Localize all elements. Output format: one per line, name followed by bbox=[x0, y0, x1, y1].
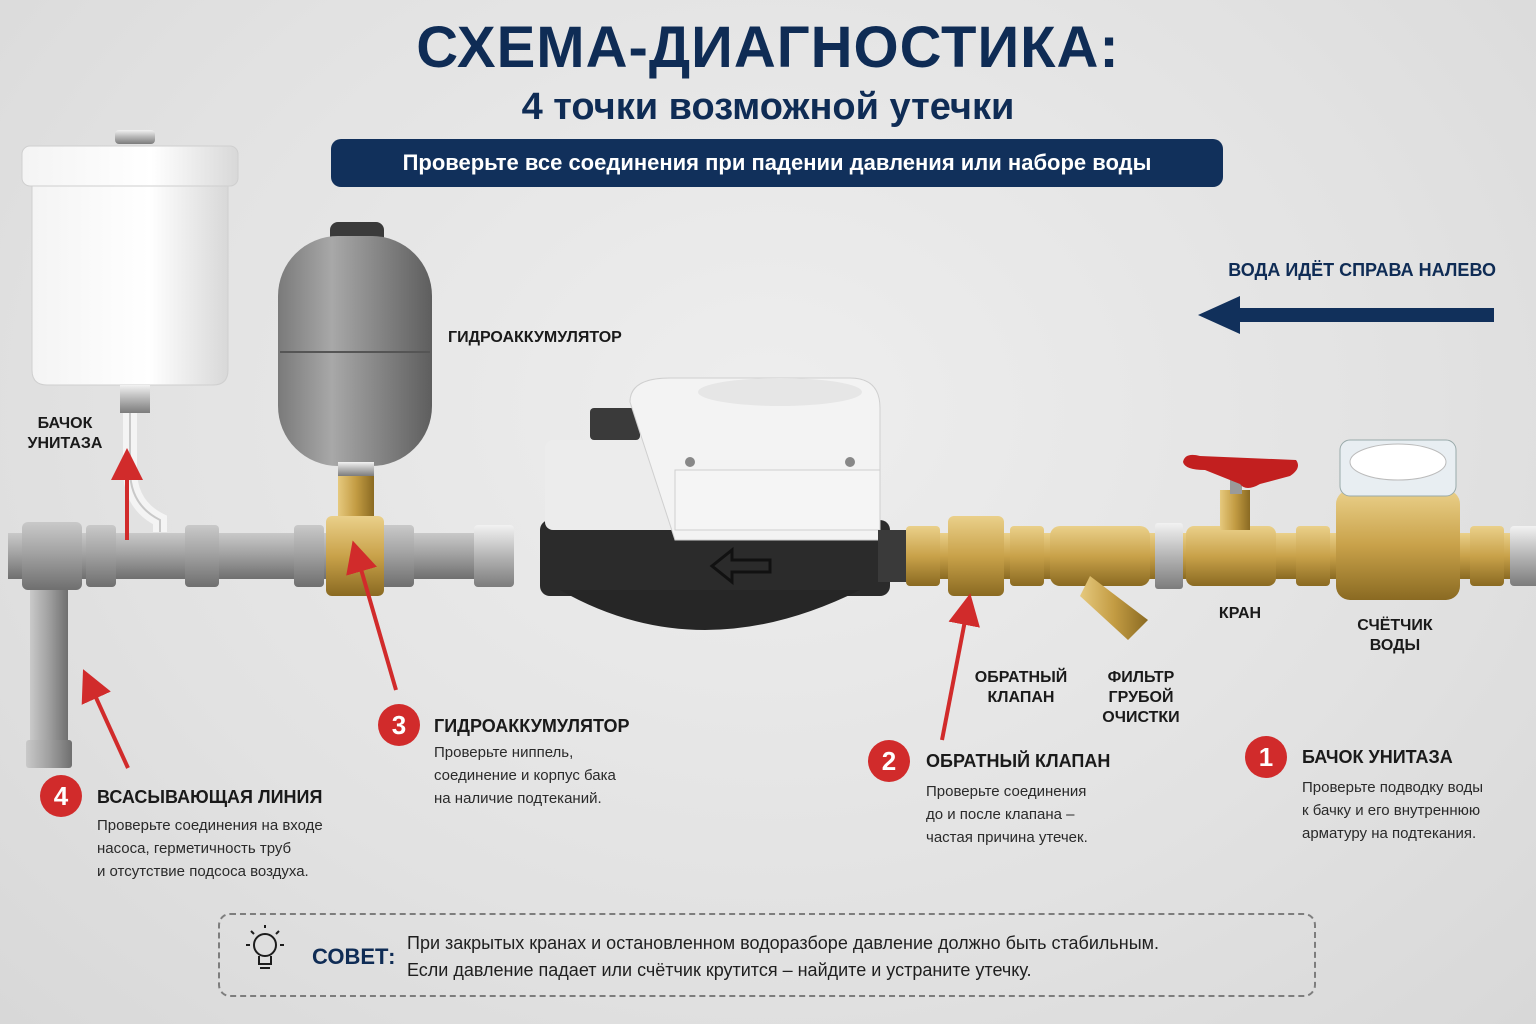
point-4-title: ВСАСЫВАЮЩАЯ ЛИНИЯ bbox=[97, 787, 323, 807]
accumulator-label: ГИДРОАККУМУЛЯТОР bbox=[448, 329, 622, 346]
lightbulb-icon bbox=[246, 925, 284, 969]
point-4-text: Проверьте соединения на входе насоса, ге… bbox=[97, 817, 323, 880]
point-3-badge: 3 bbox=[378, 704, 420, 746]
arrow-to-accumulator bbox=[346, 540, 398, 691]
tip-text: При закрытых кранах и остановленном водо… bbox=[407, 933, 1160, 980]
leak-arrows bbox=[81, 448, 980, 769]
info-banner: Проверьте все соединения при падении дав… bbox=[331, 139, 1223, 187]
point-3-title: ГИДРОАККУМУЛЯТОР bbox=[434, 716, 630, 736]
check-valve-label: ОБРАТНЫЙ КЛАПАН bbox=[974, 669, 1068, 706]
tip-title: СОВЕТ: bbox=[312, 944, 396, 969]
tank-label: БАЧОК УНИТАЗА bbox=[27, 415, 103, 452]
tip-box bbox=[218, 913, 1316, 997]
arrow-to-check-valve bbox=[940, 593, 980, 741]
page-title: СХЕМА-ДИАГНОСТИКА: bbox=[416, 15, 1120, 80]
meter-label: СЧЁТЧИК ВОДЫ bbox=[1357, 617, 1433, 654]
point-1-title: БАЧОК УНИТАЗА bbox=[1302, 747, 1453, 767]
arrow-to-suction bbox=[81, 669, 130, 769]
main-pipe-gray bbox=[8, 522, 514, 768]
toilet-tank bbox=[21, 130, 239, 532]
point-1-text: Проверьте подводку воды к бачку и его вн… bbox=[1302, 779, 1484, 842]
brass-section bbox=[878, 439, 1536, 640]
page-subtitle: 4 точки возможной утечки bbox=[521, 86, 1015, 128]
point-2-text: Проверьте соединения до и после клапана … bbox=[926, 783, 1088, 846]
arrow-left-icon bbox=[1198, 296, 1494, 334]
flow-direction-label: ВОДА ИДЁТ СПРАВА НАЛЕВО bbox=[1228, 260, 1496, 280]
valve-label: КРАН bbox=[1218, 605, 1262, 622]
point-3-text: Проверьте ниппель, соединение и корпус б… bbox=[434, 744, 616, 807]
point-2-title: ОБРАТНЫЙ КЛАПАН bbox=[926, 751, 1111, 771]
pump bbox=[540, 377, 890, 630]
filter-label: ФИЛЬТР ГРУБОЙ ОЧИСТКИ bbox=[1102, 669, 1180, 726]
point-1-badge: 1 bbox=[1245, 736, 1287, 778]
point-2-badge: 2 bbox=[868, 740, 910, 782]
point-4-badge: 4 bbox=[40, 775, 82, 817]
